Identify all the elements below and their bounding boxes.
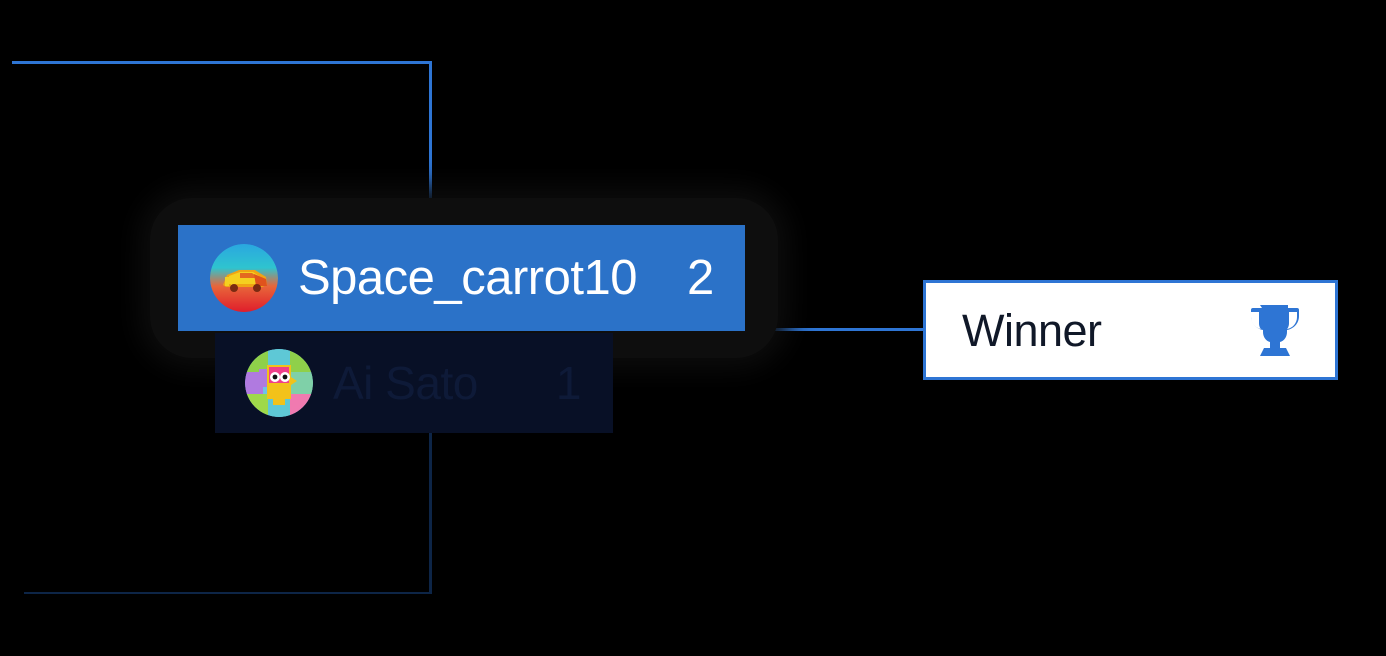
winner-callout: Winner [923, 280, 1338, 380]
annotation-line-left-vertical [429, 61, 432, 227]
leaderboard-row[interactable]: Space_carrot10 2 [178, 225, 745, 331]
player-name: Ai Sato [333, 357, 478, 409]
winner-label: Winner [962, 304, 1102, 356]
player-score: 2 [686, 250, 715, 305]
annotation-line-winner-connector [744, 328, 926, 331]
annotation-line-top-horizontal [12, 61, 432, 64]
puzzle-monster-avatar-icon [245, 349, 313, 417]
car-avatar-icon [210, 244, 278, 312]
leaderboard-row[interactable]: Ai Sato 1 [215, 333, 613, 433]
trophy-icon [1243, 299, 1305, 361]
annotation-line-bottom-horizontal [24, 592, 432, 594]
annotation-line-bottom-vertical [429, 433, 432, 594]
player-name: Space_carrot10 [298, 250, 637, 305]
player-score: 1 [555, 357, 582, 409]
